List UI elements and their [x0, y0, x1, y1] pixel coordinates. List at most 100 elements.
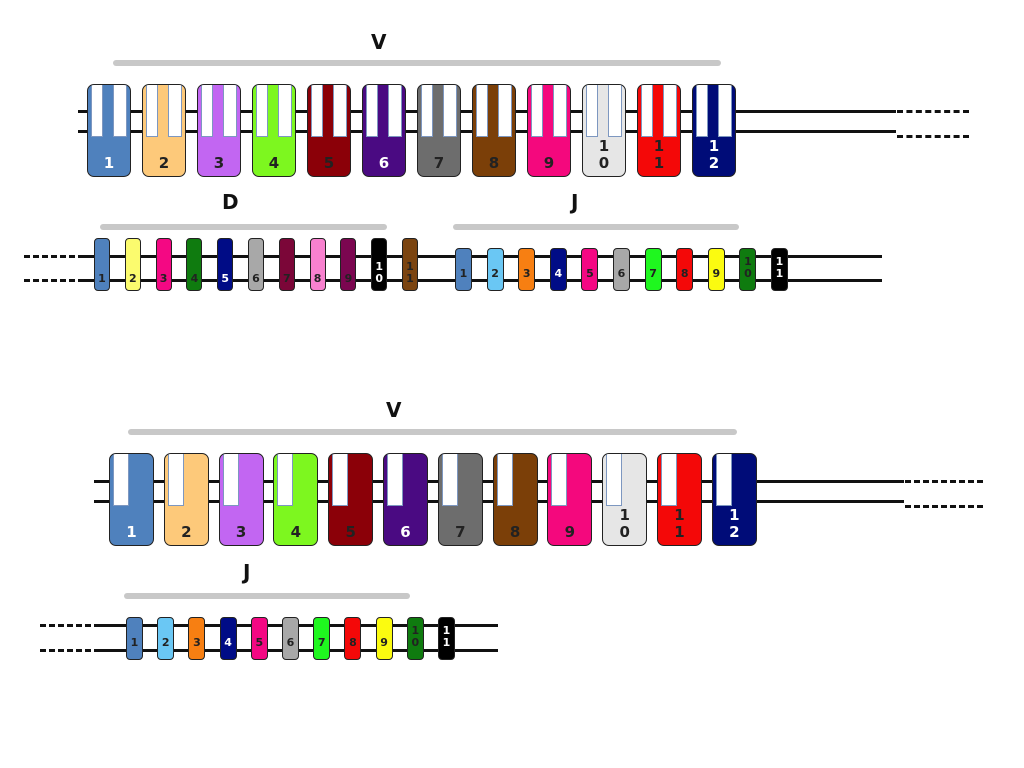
d-segment-8: 8: [309, 238, 326, 291]
v-bottom-segment-2: 2: [163, 453, 209, 546]
segment-notch: [496, 454, 513, 506]
segment-number: 3: [159, 272, 168, 286]
j-label-top: J: [571, 190, 579, 214]
j-bottom-segment-3: 3: [188, 617, 206, 660]
segment-number: 4: [290, 522, 302, 541]
d-segment-3: 3: [155, 238, 172, 291]
segment-number: 9: [564, 522, 576, 541]
segment-number: 3: [522, 267, 531, 281]
v-top-segment-3: 3: [197, 84, 241, 177]
segment-notch: [421, 85, 433, 137]
j-bottom-segment-6: 6: [282, 617, 299, 660]
d-bracket: [100, 224, 387, 230]
segment-number: 4: [268, 153, 280, 172]
segment-number: 3: [235, 522, 247, 541]
segment-notch: [718, 85, 732, 137]
strand-dj-upper: [84, 255, 882, 258]
segment-number: 3: [193, 636, 201, 650]
d-segment-6: 6: [248, 238, 264, 291]
segment-notch: [553, 85, 567, 137]
strand-bottom-v-lower-dashes: [905, 505, 983, 508]
v-bottom-segment-3: 3: [218, 453, 264, 546]
v-top-segment-9: 9: [527, 84, 571, 177]
j-top-segment-2: 2: [486, 248, 504, 291]
segment-notch: [201, 85, 213, 137]
v-top-segment-2: 2: [142, 84, 186, 177]
segment-notch: [641, 85, 653, 137]
segment-notch: [332, 454, 349, 506]
j-bottom-segment-7: 7: [313, 617, 331, 660]
strand-bottom-j-lower-dashes: [40, 649, 100, 652]
segment-notch: [388, 85, 402, 137]
segment-number: 2: [491, 267, 499, 281]
d-segment-9: 9: [340, 238, 357, 291]
segment-notch: [606, 454, 623, 506]
segment-notch: [441, 454, 458, 506]
strand-bottom-j-upper-dashes: [40, 624, 100, 627]
segment-notch: [366, 85, 378, 137]
segment-notch: [663, 85, 677, 137]
segment-number: 1: [126, 522, 137, 541]
j-top-segment-4: 4: [549, 248, 567, 291]
d-segment-5: 5: [217, 238, 234, 291]
segment-number: 3: [213, 153, 225, 172]
segment-number: 5: [221, 272, 230, 286]
segment-notch: [168, 85, 182, 137]
segment-number: 5: [323, 153, 335, 172]
v-top-segment-7: 7: [417, 84, 461, 177]
segment-number: 6: [286, 636, 295, 650]
segment-number: 7: [455, 522, 466, 541]
segment-number: 4: [190, 272, 199, 286]
v-top-segment-5: 5: [307, 84, 351, 177]
segment-notch: [167, 454, 184, 506]
j-top-segment-3: 3: [518, 248, 536, 291]
segment-number: 5: [586, 267, 594, 281]
segment-number: 2: [128, 272, 137, 286]
segment-number: 4: [554, 267, 563, 281]
segment-notch: [608, 85, 622, 137]
d-segment-1: 1: [94, 238, 110, 291]
segment-number: 7: [282, 272, 291, 286]
strand-top-v-upper-dashes: [897, 110, 969, 113]
v-bottom-segment-5: 5: [328, 453, 374, 546]
segment-notch: [146, 85, 158, 137]
segment-notch: [113, 85, 127, 137]
segment-notch: [223, 85, 237, 137]
v-top-segment-8: 8: [472, 84, 516, 177]
v-top-segment-4: 4: [252, 84, 296, 177]
segment-notch: [222, 454, 239, 506]
v-bracket-bottom: [128, 429, 737, 435]
segment-number: 2: [161, 636, 170, 650]
segment-number: 7: [317, 636, 326, 650]
segment-notch: [387, 454, 403, 506]
v-bottom-segment-6: 6: [383, 453, 428, 546]
segment-number: 7: [649, 267, 657, 281]
j-top-segment-5: 5: [581, 248, 599, 291]
segment-number: 1: [98, 272, 106, 286]
j-top-segment-6: 6: [613, 248, 630, 291]
strand-top-v-lower-dashes: [897, 135, 969, 138]
segment-number: 1: [459, 267, 468, 281]
segment-notch: [277, 454, 294, 506]
segment-notch: [311, 85, 323, 137]
strand-bottom-j-upper: [100, 624, 498, 627]
strand-bottom-j-lower: [100, 649, 498, 652]
segment-number: 5: [345, 522, 356, 541]
segment-notch: [113, 454, 129, 506]
segment-notch: [551, 454, 568, 506]
j-bracket-bottom: [124, 593, 410, 599]
j-top-segment-1: 1: [455, 248, 472, 291]
